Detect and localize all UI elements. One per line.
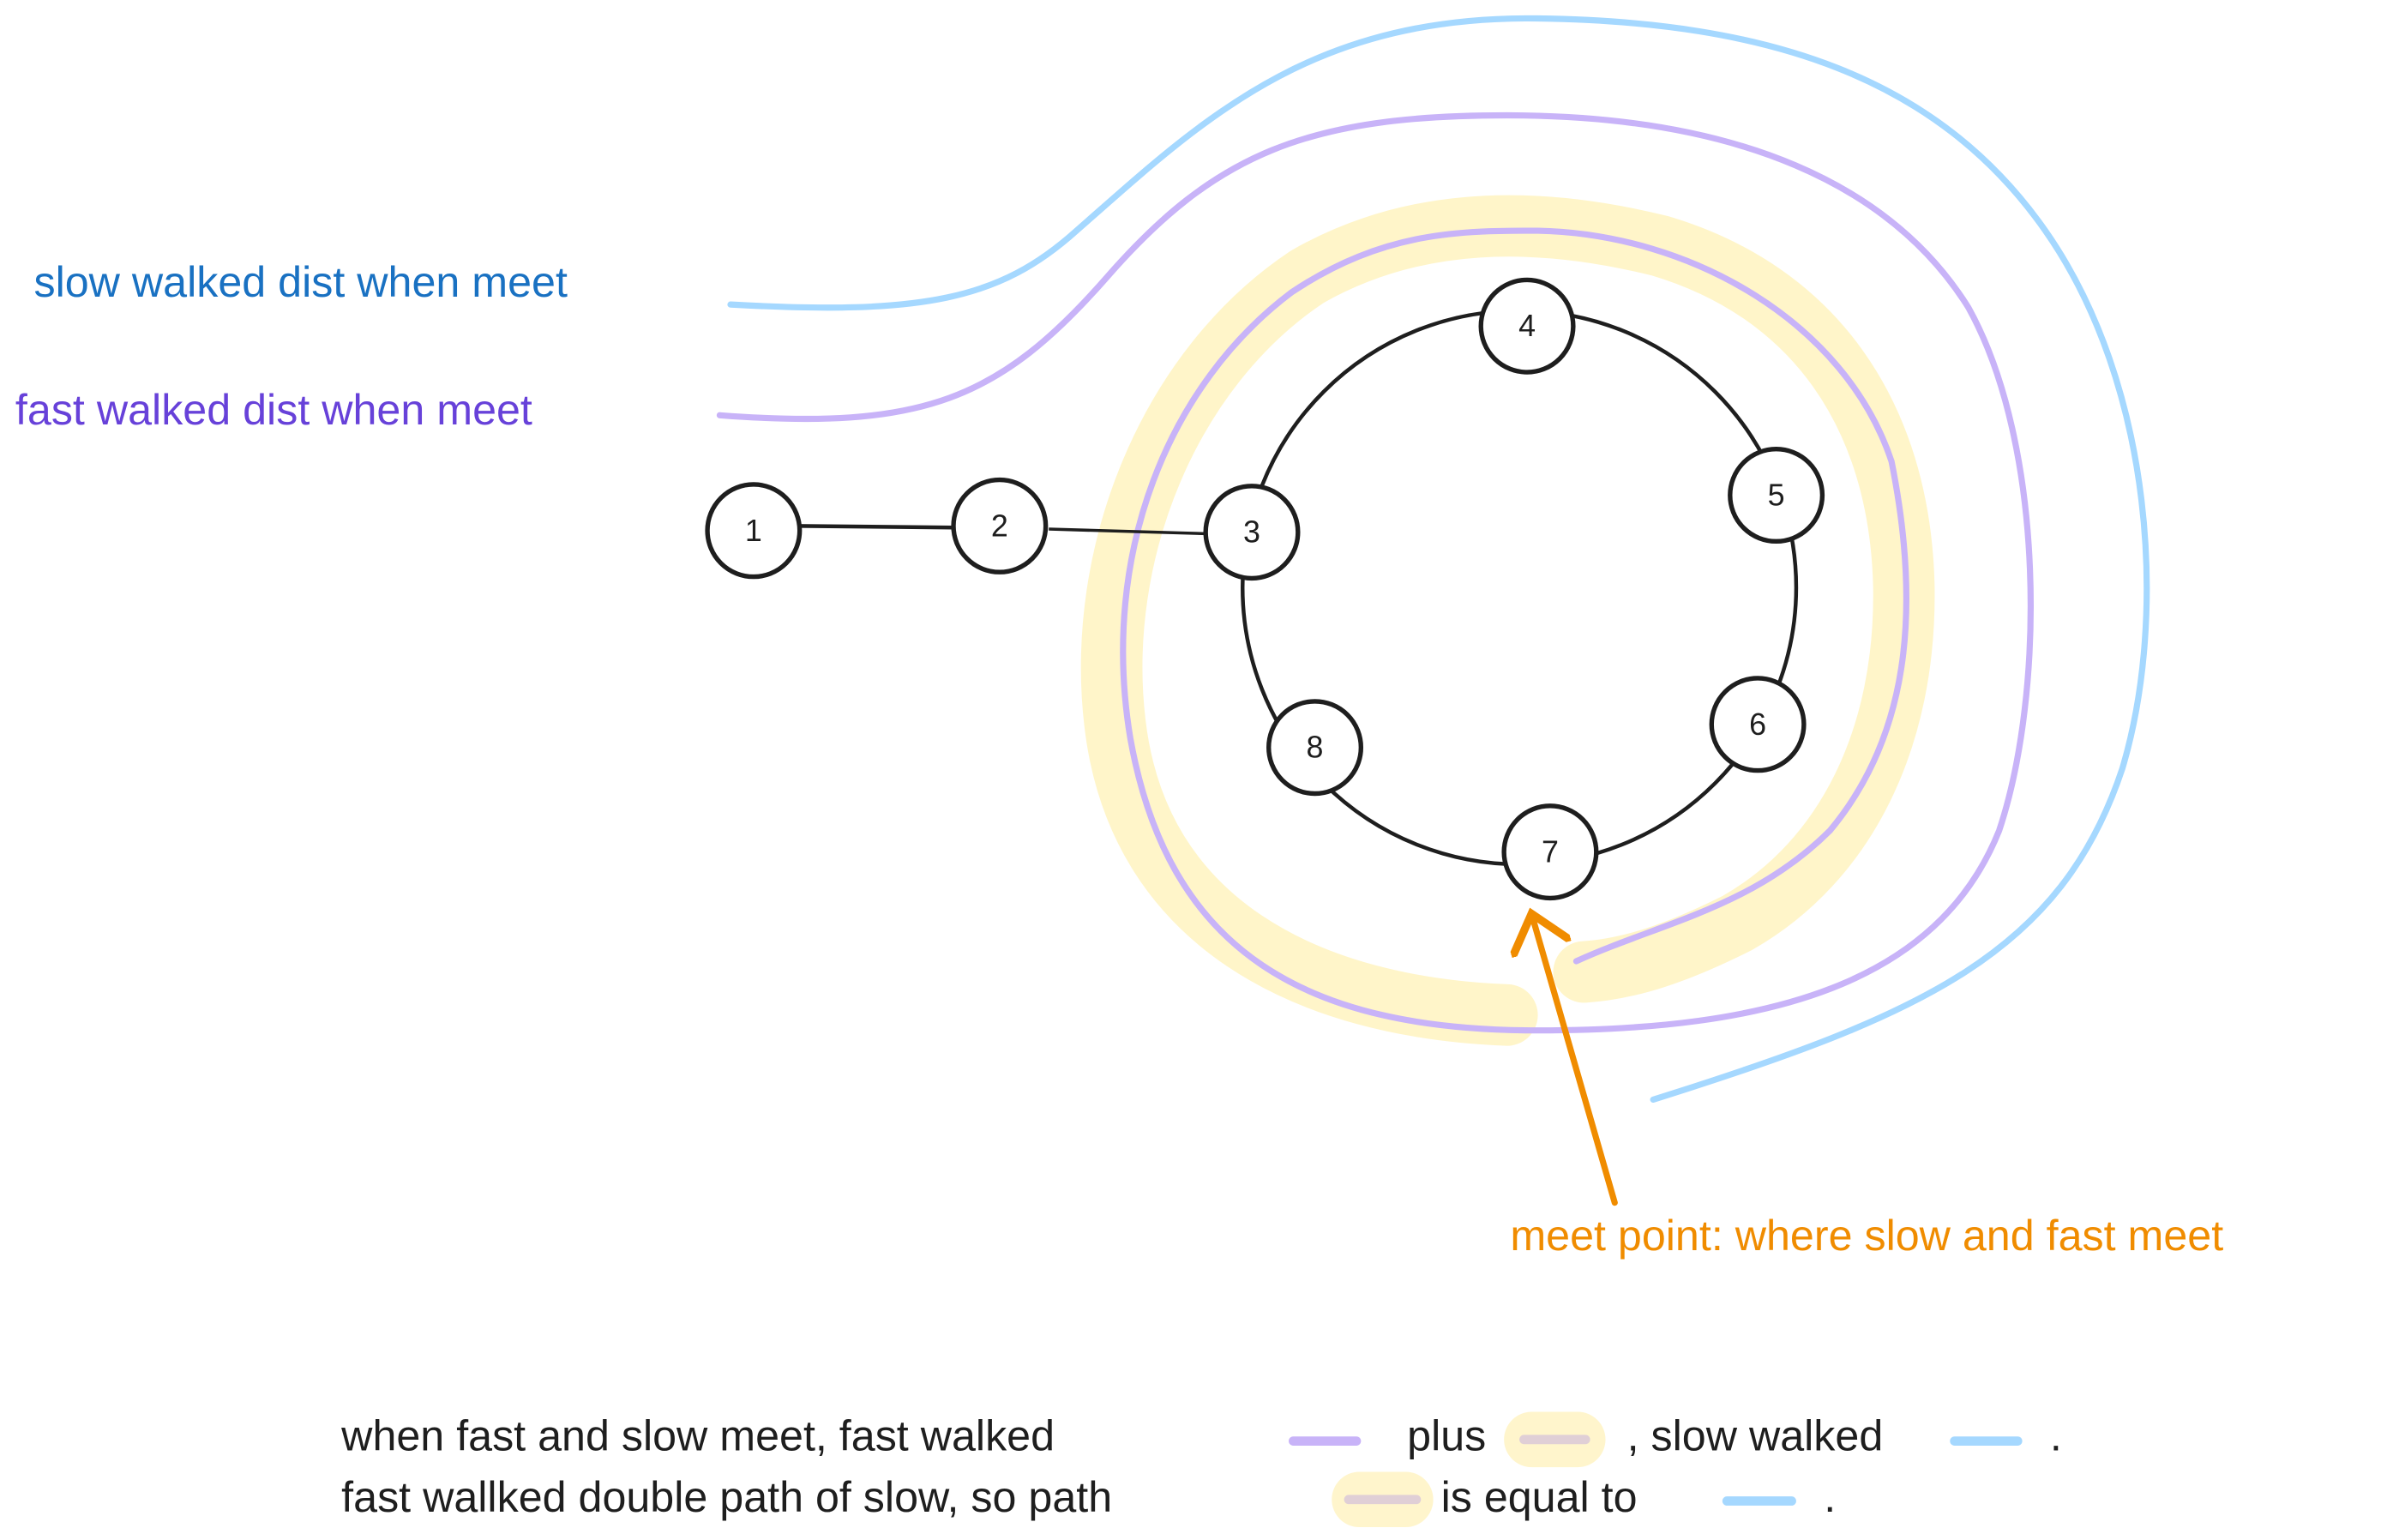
explanation-line1-part1: when fast and slow meet, fast walked — [341, 1411, 1055, 1460]
explanation-line2-part2: is equal to — [1440, 1473, 1638, 1521]
highlight-path — [1080, 195, 1935, 1046]
svg-text:3: 3 — [1243, 515, 1260, 550]
meet-point-label: meet point: where slow and fast meet — [1510, 1212, 2224, 1260]
node-2: 2 — [951, 477, 1049, 574]
loop-path-swatch-2 — [1344, 1495, 1422, 1505]
explanation-line1-part3: , slow walked — [1626, 1411, 1884, 1460]
svg-text:5: 5 — [1768, 478, 1785, 513]
slow-path-swatch — [1950, 1436, 2023, 1446]
node-7: 7 — [1501, 803, 1599, 901]
node-1: 1 — [705, 482, 803, 580]
svg-text:2: 2 — [991, 508, 1008, 543]
node-5: 5 — [1728, 447, 1825, 544]
node-4: 4 — [1478, 277, 1576, 375]
node-6: 6 — [1709, 676, 1807, 773]
svg-text:4: 4 — [1518, 309, 1536, 343]
slow-distance-label: slow walked dist when meet — [33, 258, 568, 306]
slow-path — [727, 15, 2150, 1104]
slow-path-swatch-2 — [1722, 1496, 1796, 1506]
meet-point-arrow — [1533, 920, 1618, 1206]
explanation-line1-part4: . — [2049, 1411, 2062, 1460]
fast-distance-label: fast walked dist when meet — [15, 386, 532, 434]
svg-text:1: 1 — [745, 514, 762, 548]
loop-path-swatch — [1519, 1435, 1590, 1445]
fast-path — [716, 111, 2034, 1034]
edge-1-2 — [797, 524, 954, 530]
edge-2-3 — [1049, 527, 1206, 536]
explanation-line2-part1: fast wallked double path of slow, so pat… — [341, 1473, 1113, 1521]
svg-text:6: 6 — [1749, 707, 1766, 742]
fast-path-swatch — [1289, 1436, 1362, 1446]
node-8: 8 — [1266, 699, 1364, 797]
svg-text:7: 7 — [1542, 835, 1559, 869]
node-3: 3 — [1203, 484, 1301, 581]
explanation-line2-part3: . — [1824, 1473, 1837, 1521]
svg-text:8: 8 — [1307, 731, 1324, 765]
explanation-line1-part2: plus — [1407, 1411, 1487, 1460]
